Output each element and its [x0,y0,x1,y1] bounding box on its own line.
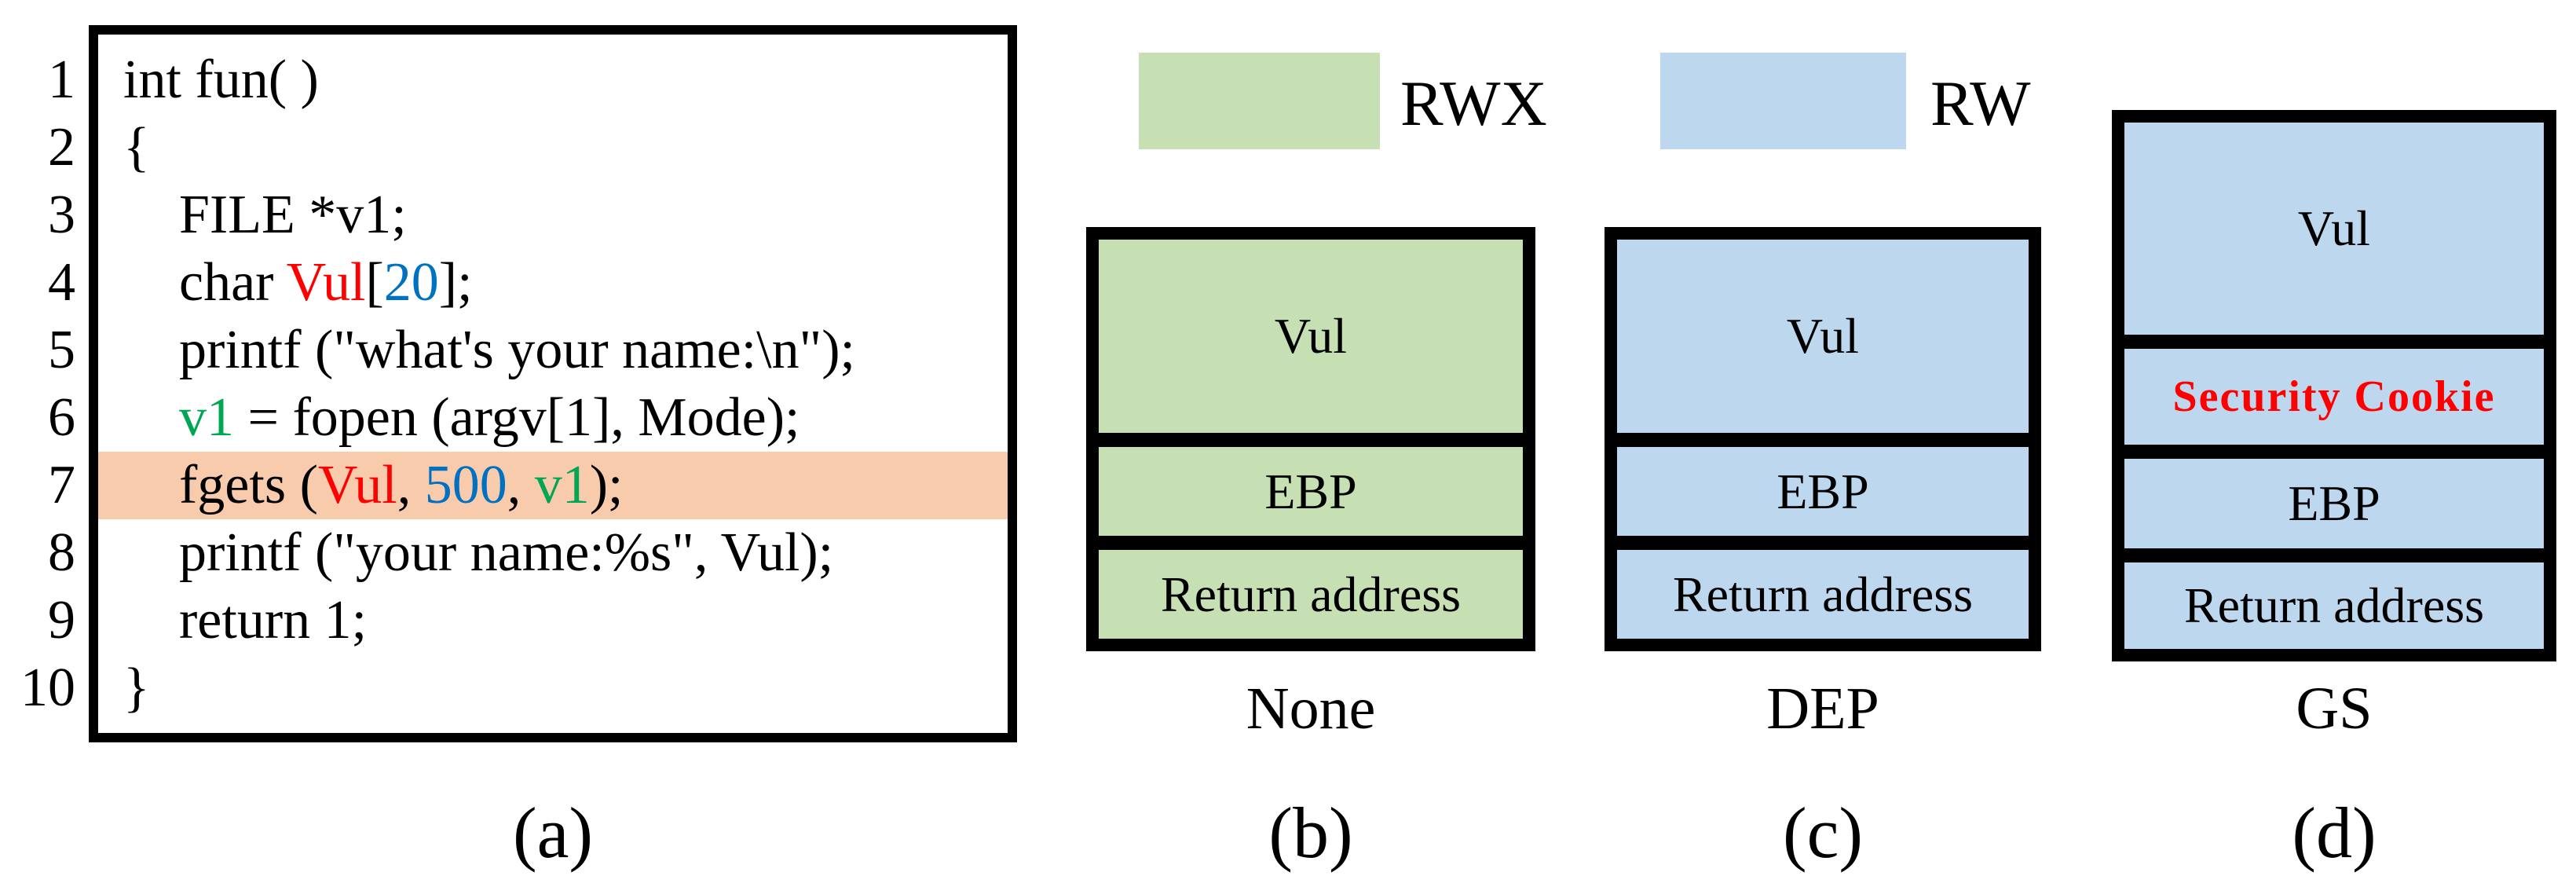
line-number: 9 [48,590,75,650]
code-token: Vul [286,252,366,313]
legend-label-rwx: RWX [1400,68,1547,139]
subfigure-caption-d: (d) [2292,793,2377,873]
stack-cell: Return address [2124,562,2544,649]
code-line: } [123,654,150,722]
code-line: printf ("your name:%s", Vul); [179,519,833,587]
subfigure-caption-a: (a) [512,793,594,873]
line-number: 7 [48,455,75,515]
code-token: return 1; [179,590,368,650]
subfigure-caption-c: (c) [1782,793,1864,873]
stack-cell-label: Vul [1274,308,1348,364]
stack-cell: EBP [1617,447,2029,536]
code-token: int fun( ) [123,49,319,110]
code-line: printf ("what's your name:\n"); [179,317,855,384]
vulnerable-line-highlight [98,452,1008,519]
stack-cell: Return address [1099,550,1523,639]
protection-label-b: None [1246,676,1376,742]
stack-cell-label: EBP [2288,475,2380,531]
code-line: v1 = fopen (argv[1], Mode); [179,384,800,452]
line-number: 1 [48,49,75,110]
code-token: { [123,117,150,178]
code-token: = fopen (argv[1], Mode); [234,387,800,448]
code-token: char [179,252,287,313]
line-number: 6 [48,387,75,448]
code-token: ); [589,455,624,515]
code-token: [ [365,252,384,313]
code-token: v1 [534,455,590,515]
code-token: , [397,455,425,515]
legend-label-rw: RW [1930,68,2031,139]
code-line: int fun( ) [123,46,319,114]
line-number: 3 [48,185,75,245]
stack-cell: EBP [2124,459,2544,548]
legend-swatch-rw [1660,53,1906,149]
stack-cell: Vul [1099,240,1523,433]
stack-cell: EBP [1099,447,1523,536]
protection-label-c: DEP [1766,676,1879,742]
code-token: fgets ( [179,455,318,515]
stack-cell-label: Security Cookie [2172,372,2496,421]
code-token: printf ("what's your name:\n"); [179,320,855,380]
stack-cell-label: EBP [1264,463,1357,519]
code-token: Vul [317,455,397,515]
code-token: , [507,455,535,515]
code-token: v1 [179,387,234,448]
stack-cell-label: Return address [2183,577,2485,633]
line-number: 5 [48,320,75,380]
code-line: { [123,114,150,181]
code-token: } [123,658,150,718]
line-number: 2 [48,117,75,178]
code-token: 500 [424,455,507,515]
stack-cell-label: Vul [2297,200,2371,256]
line-number: 8 [48,522,75,583]
code-line: char Vul[20]; [179,249,473,317]
code-token: printf ("your name:%s", Vul); [179,522,834,583]
subfigure-caption-b: (b) [1268,793,1353,873]
code-line: fgets (Vul, 500, v1); [179,452,623,519]
stack-cell: Vul [1617,240,2029,433]
code-panel: int fun( ){FILE *v1;char Vul[20];printf … [89,25,1017,742]
stack-cell-label: Return address [1160,566,1462,622]
code-token: 20 [383,252,439,313]
stack-cell-label: Return address [1672,566,1974,622]
line-number: 4 [48,252,75,313]
protection-label-d: GS [2296,676,2373,742]
code-line: return 1; [179,587,367,654]
stack-cell: Vul [2124,123,2544,335]
stack-cell-label: Vul [1786,308,1860,364]
stack-cell: Return address [1617,550,2029,639]
code-line: FILE *v1; [179,181,407,249]
legend-swatch-rwx [1139,53,1380,149]
stack-cell-label: EBP [1776,463,1869,519]
line-number: 10 [20,658,75,718]
code-token: FILE *v1; [179,185,407,245]
code-token: ]; [438,252,473,313]
stack-cell: Security Cookie [2124,349,2544,445]
